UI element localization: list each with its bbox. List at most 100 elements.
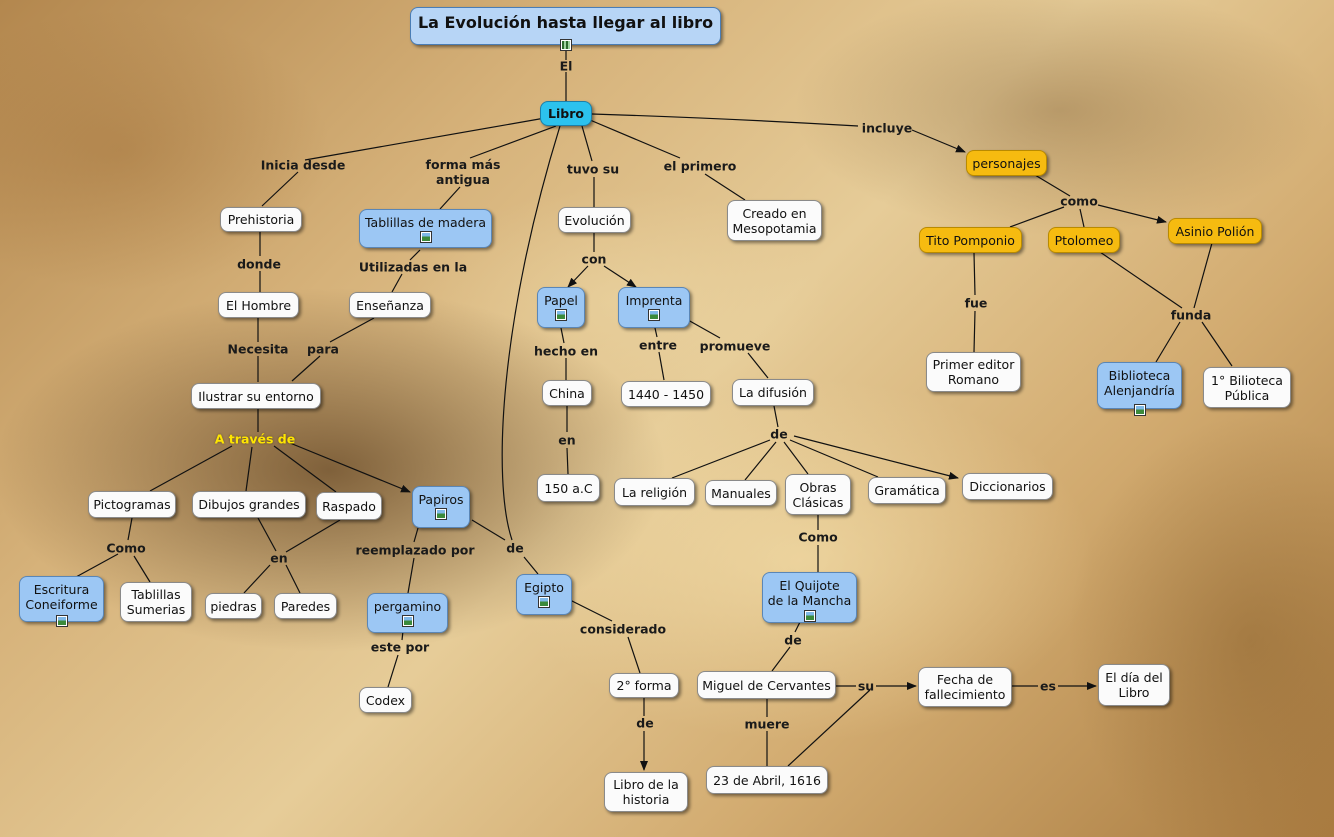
node-china[interactable]: China [542,380,592,406]
link-label-incluye: incluye [861,120,913,136]
link-label-para: para [307,341,339,357]
node-label: Papiros [418,492,464,507]
node-biblioteca-alejandria[interactable]: Biblioteca Alenjandría [1097,362,1182,416]
node-label: 1440 - 1450 [627,386,705,402]
node-150-ac[interactable]: 150 a.C [537,474,600,502]
node-asinio-polion[interactable]: Asinio Polión [1168,218,1262,244]
node-obras-clasicas[interactable]: Obras Clásicas [785,474,851,515]
node-raspado[interactable]: Raspado [316,492,382,520]
image-icon[interactable] [555,309,567,321]
image-icon[interactable] [401,615,414,627]
image-icon[interactable] [55,615,68,627]
node-evolucion[interactable]: Evolución [558,207,631,233]
node-label: Tablillas de madera [364,215,487,230]
node-primera-biblioteca-publica[interactable]: 1° Bilioteca Pública [1203,367,1291,408]
node-label-line2: Pública [1224,387,1270,403]
image-icon[interactable] [538,596,550,608]
node-miguel-cervantes[interactable]: Miguel de Cervantes [697,671,836,699]
node-la-difusion[interactable]: La difusión [732,379,814,406]
node-label: 23 de Abril, 1616 [713,772,821,788]
link-label-considerado: considerado [579,621,667,637]
node-segunda-forma[interactable]: 2° forma [609,673,679,698]
node-papel[interactable]: Papel [537,287,585,328]
link-label-el-primero: el primero [663,158,737,174]
node-label-line1: Creado en [742,205,807,221]
node-label-line2: Sumerias [126,602,186,617]
image-icon[interactable] [648,309,660,321]
node-codex[interactable]: Codex [359,687,412,713]
node-label: La religión [621,484,688,500]
node-23-abril-1616[interactable]: 23 de Abril, 1616 [706,766,828,794]
link-label-como-personajes: como [1060,193,1098,209]
node-label: Enseñanza [356,297,424,313]
node-libro[interactable]: Libro [540,101,592,126]
link-label-con: con [581,251,607,267]
node-label: El Hombre [225,297,292,313]
node-label-line1: Biblioteca [1108,368,1171,383]
node-label: China [549,385,585,401]
node-pictogramas[interactable]: Pictogramas [88,491,176,518]
node-label: Ptolomeo [1054,232,1114,248]
node-personajes[interactable]: personajes [966,150,1047,176]
node-dibujos-grandes[interactable]: Dibujos grandes [192,491,306,518]
node-label: Miguel de Cervantes [702,677,831,693]
node-egipto[interactable]: Egipto [516,574,572,615]
node-el-quijote[interactable]: El Quijote de la Mancha [762,572,857,623]
image-icon[interactable] [804,610,816,622]
node-libro-historia[interactable]: Libro de la historia [604,772,688,812]
link-label-line1: forma más [425,157,501,172]
node-fecha-fallecimiento[interactable]: Fecha de fallecimiento [918,667,1012,707]
node-ensenanza[interactable]: Enseñanza [349,292,431,318]
node-papiros[interactable]: Papiros [412,486,470,528]
link-label-forma-mas-antigua: forma más antigua [426,157,501,187]
node-piedras[interactable]: piedras [205,593,262,619]
node-paredes[interactable]: Paredes [274,593,337,619]
link-label-de-papiros: de [506,540,524,556]
link-label-tuvo-su: tuvo su [566,161,620,177]
node-creado-mesopotamia[interactable]: Creado en Mesopotamia [727,200,822,241]
node-el-hombre[interactable]: El Hombre [218,292,299,318]
node-label-line1: Obras [799,479,837,495]
node-ptolomeo[interactable]: Ptolomeo [1048,227,1120,253]
image-icon[interactable] [1133,404,1146,416]
node-label: Dibujos grandes [198,497,300,512]
node-label-line1: Libro de la [613,777,679,792]
link-label-hecho-en: hecho en [533,343,599,359]
node-label: pergamino [373,599,442,614]
node-la-religion[interactable]: La religión [614,478,695,506]
node-tablillas-sumerias[interactable]: Tablillas Sumerias [120,582,192,622]
link-label-fue: fue [964,295,988,311]
node-label-line1: Primer editor [932,357,1015,372]
concept-map-title[interactable]: La Evolución hasta llegar al libro [410,7,721,51]
node-escritura-cuneiforme[interactable]: Escritura Coneiforme [19,576,104,627]
node-1440-1450[interactable]: 1440 - 1450 [621,381,711,407]
node-prehistoria[interactable]: Prehistoria [220,207,302,232]
node-label: personajes [972,155,1041,171]
link-label-este-por: este por [370,639,430,655]
node-dia-del-libro[interactable]: El día del Libro [1098,664,1170,706]
node-ilustrar-entorno[interactable]: Ilustrar su entorno [191,383,321,409]
node-tablillas-madera[interactable]: Tablillas de madera [359,209,492,248]
node-label: piedras [210,598,257,614]
node-primer-editor[interactable]: Primer editor Romano [926,352,1021,392]
image-icon[interactable] [435,508,447,520]
link-label-necesita: Necesita [227,341,289,357]
link-label-entre: entre [639,337,677,353]
node-imprenta[interactable]: Imprenta [618,287,690,328]
node-manuales[interactable]: Manuales [705,480,777,506]
link-label-donde: donde [237,256,281,272]
node-label-line2: Alenjandría [1104,383,1175,398]
image-icon[interactable] [419,231,432,243]
film-icon[interactable] [560,39,572,51]
node-label-line1: El día del [1105,670,1163,685]
node-tito-pomponio[interactable]: Tito Pomponio [919,227,1022,253]
node-label-line2: Clásicas [792,494,844,510]
node-pergamino[interactable]: pergamino [367,593,448,633]
link-label-promueve: promueve [699,338,771,354]
node-gramatica[interactable]: Gramática [868,477,946,504]
node-label-line1: 1° Bilioteca [1211,372,1283,388]
link-label-utilizadas: Utilizadas en la [358,259,468,275]
node-diccionarios[interactable]: Diccionarios [962,473,1053,500]
link-label-en-dibujos: en [270,550,288,566]
title-text: La Evolución hasta llegar al libro [417,13,714,32]
